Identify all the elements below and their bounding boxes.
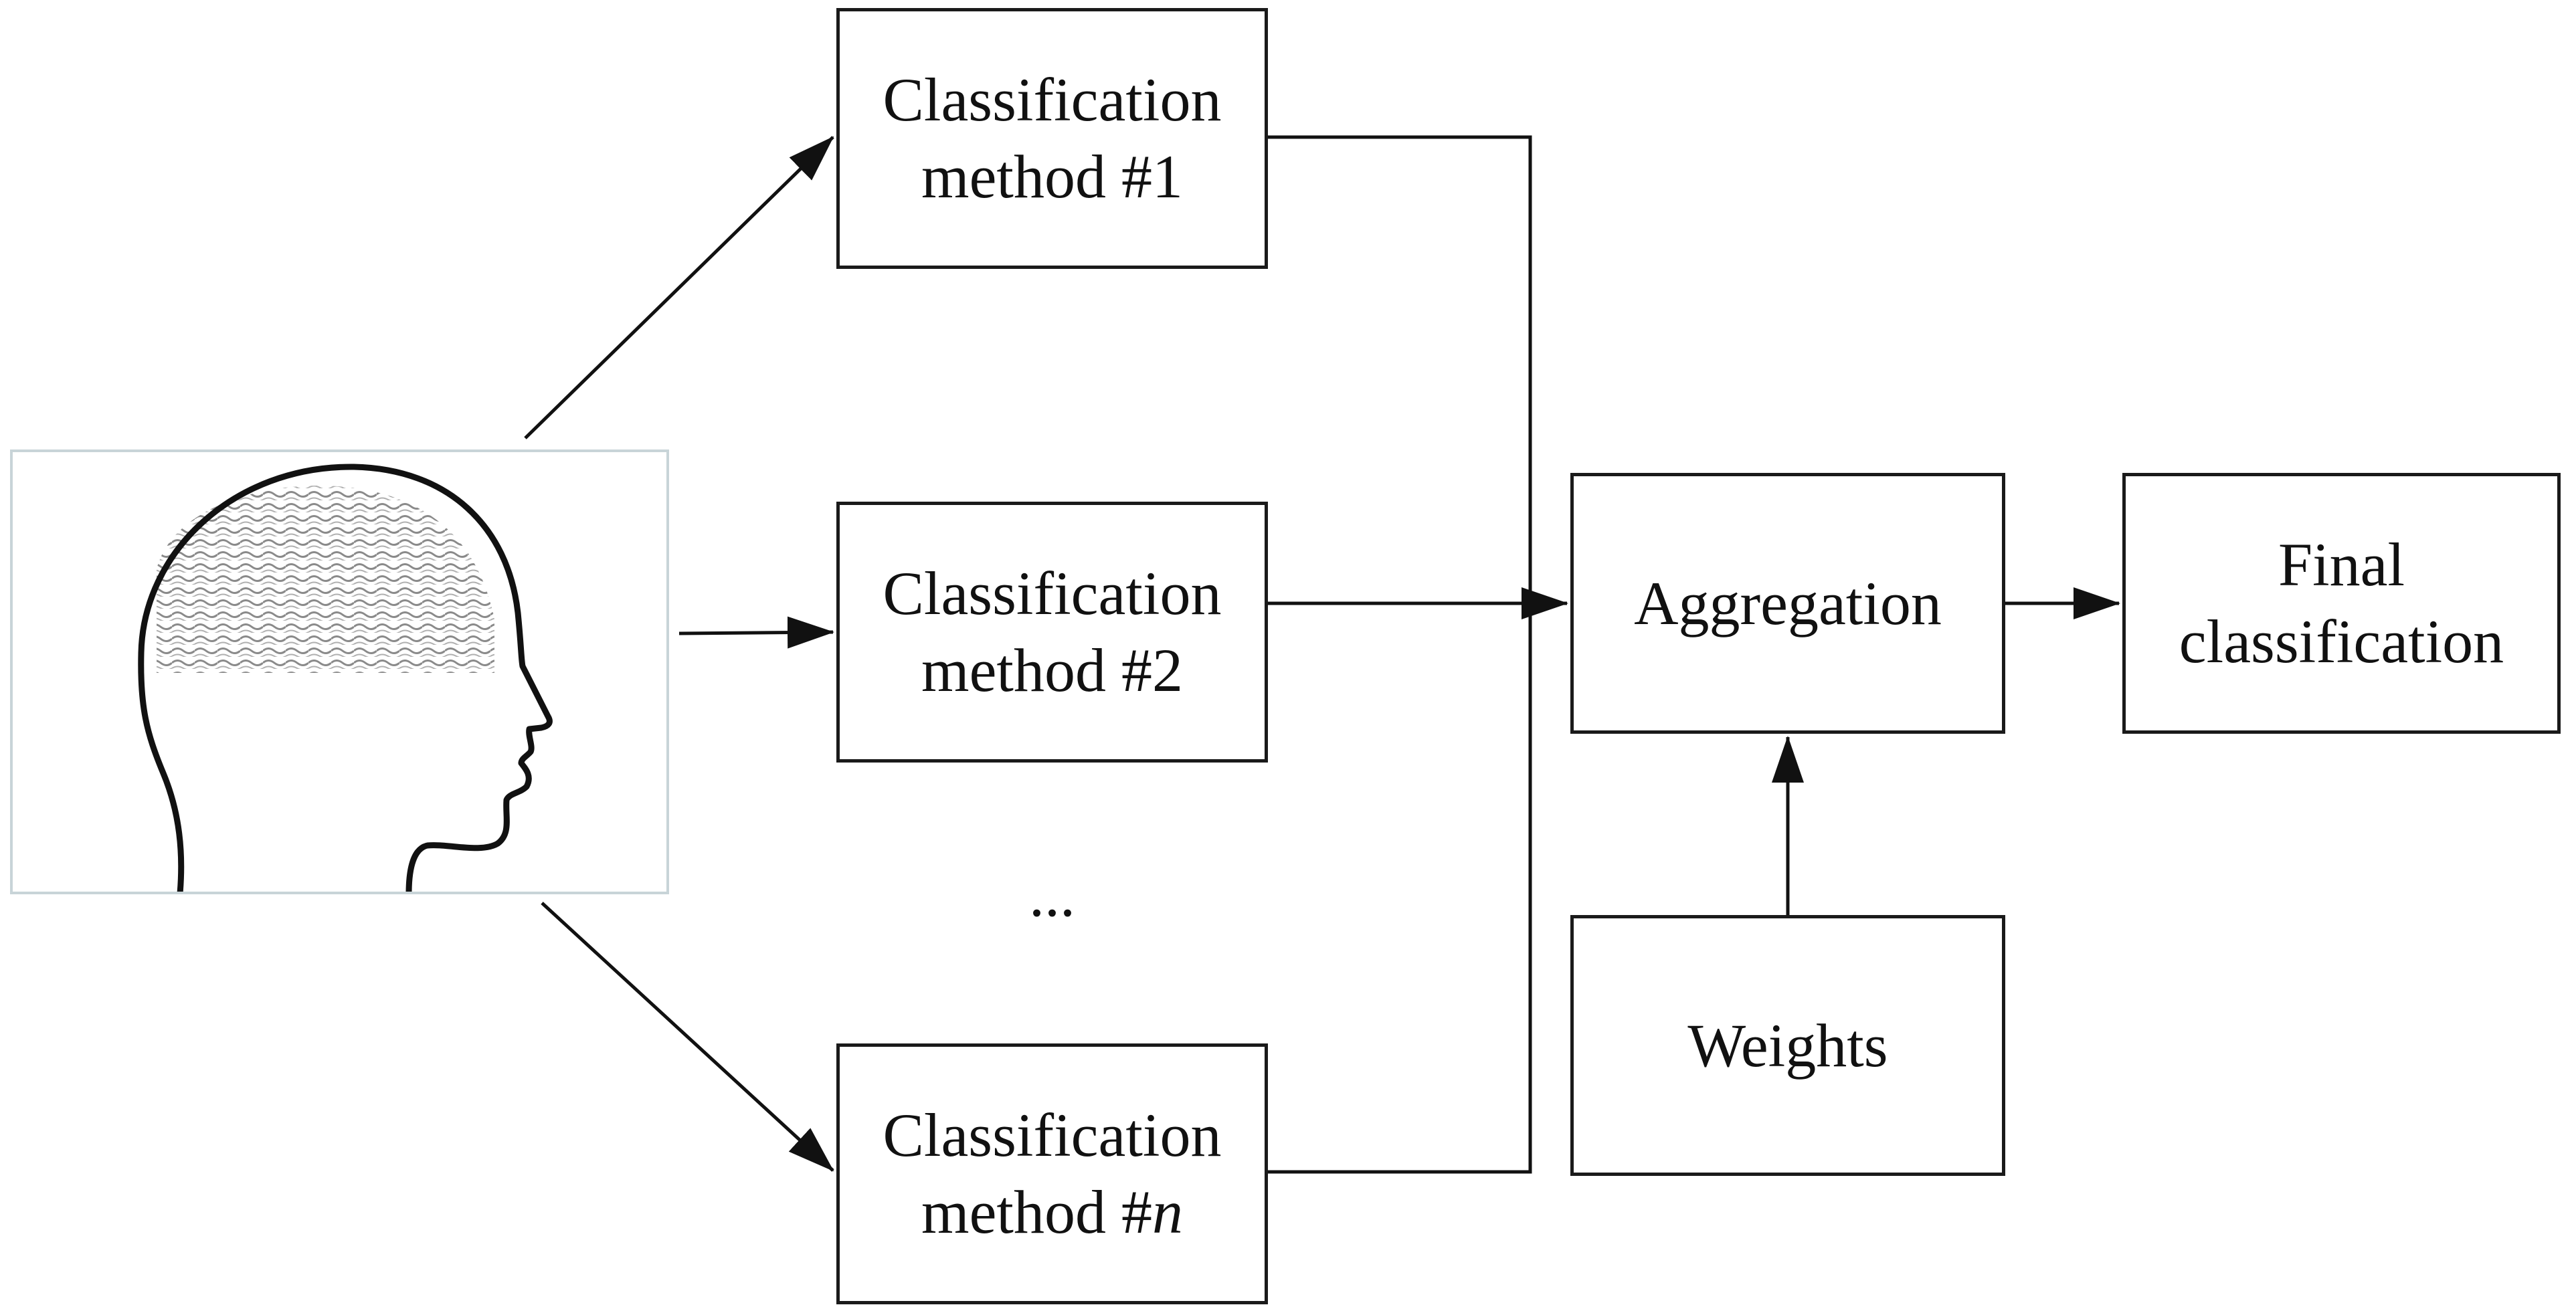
- connector-method-n: [1268, 603, 1532, 1174]
- final-line2: classification: [2179, 607, 2504, 676]
- method-1-line2: method #1: [921, 142, 1183, 211]
- final-line1: Final: [2278, 530, 2405, 599]
- method-n-line2: method #n: [921, 1174, 1183, 1251]
- arrow-to-method-2: [678, 616, 834, 649]
- method-2-line2: method #2: [921, 636, 1183, 704]
- brain-texture: [157, 486, 494, 673]
- method-n-line2-prefix: method #: [921, 1178, 1152, 1246]
- method-n-line2-suffix: n: [1152, 1178, 1183, 1246]
- aggregation-box: Aggregation: [1570, 473, 2005, 734]
- input-image-panel: [10, 449, 669, 894]
- more-methods-ellipsis: ...: [1029, 861, 1075, 929]
- method-1-line1: Classification: [883, 66, 1222, 134]
- classification-method-1-box: Classification method #1: [836, 8, 1268, 269]
- arrow-to-method-n: [541, 902, 834, 1172]
- human-head-with-brain-icon: [138, 464, 553, 892]
- aggregation-label: Aggregation: [1634, 569, 1942, 637]
- method-n-line1: Classification: [883, 1101, 1222, 1169]
- method-2-line1: Classification: [883, 559, 1222, 627]
- weights-box: Weights: [1570, 915, 2005, 1176]
- classification-method-n-box: Classification method #n: [836, 1043, 1268, 1304]
- classification-method-2-box: Classification method #2: [836, 502, 1268, 763]
- final-classification-box: Final classification: [2122, 473, 2561, 734]
- weights-label: Weights: [1687, 1011, 1888, 1080]
- arrow-to-method-1: [524, 136, 834, 439]
- connector-method-1: [1268, 135, 1532, 603]
